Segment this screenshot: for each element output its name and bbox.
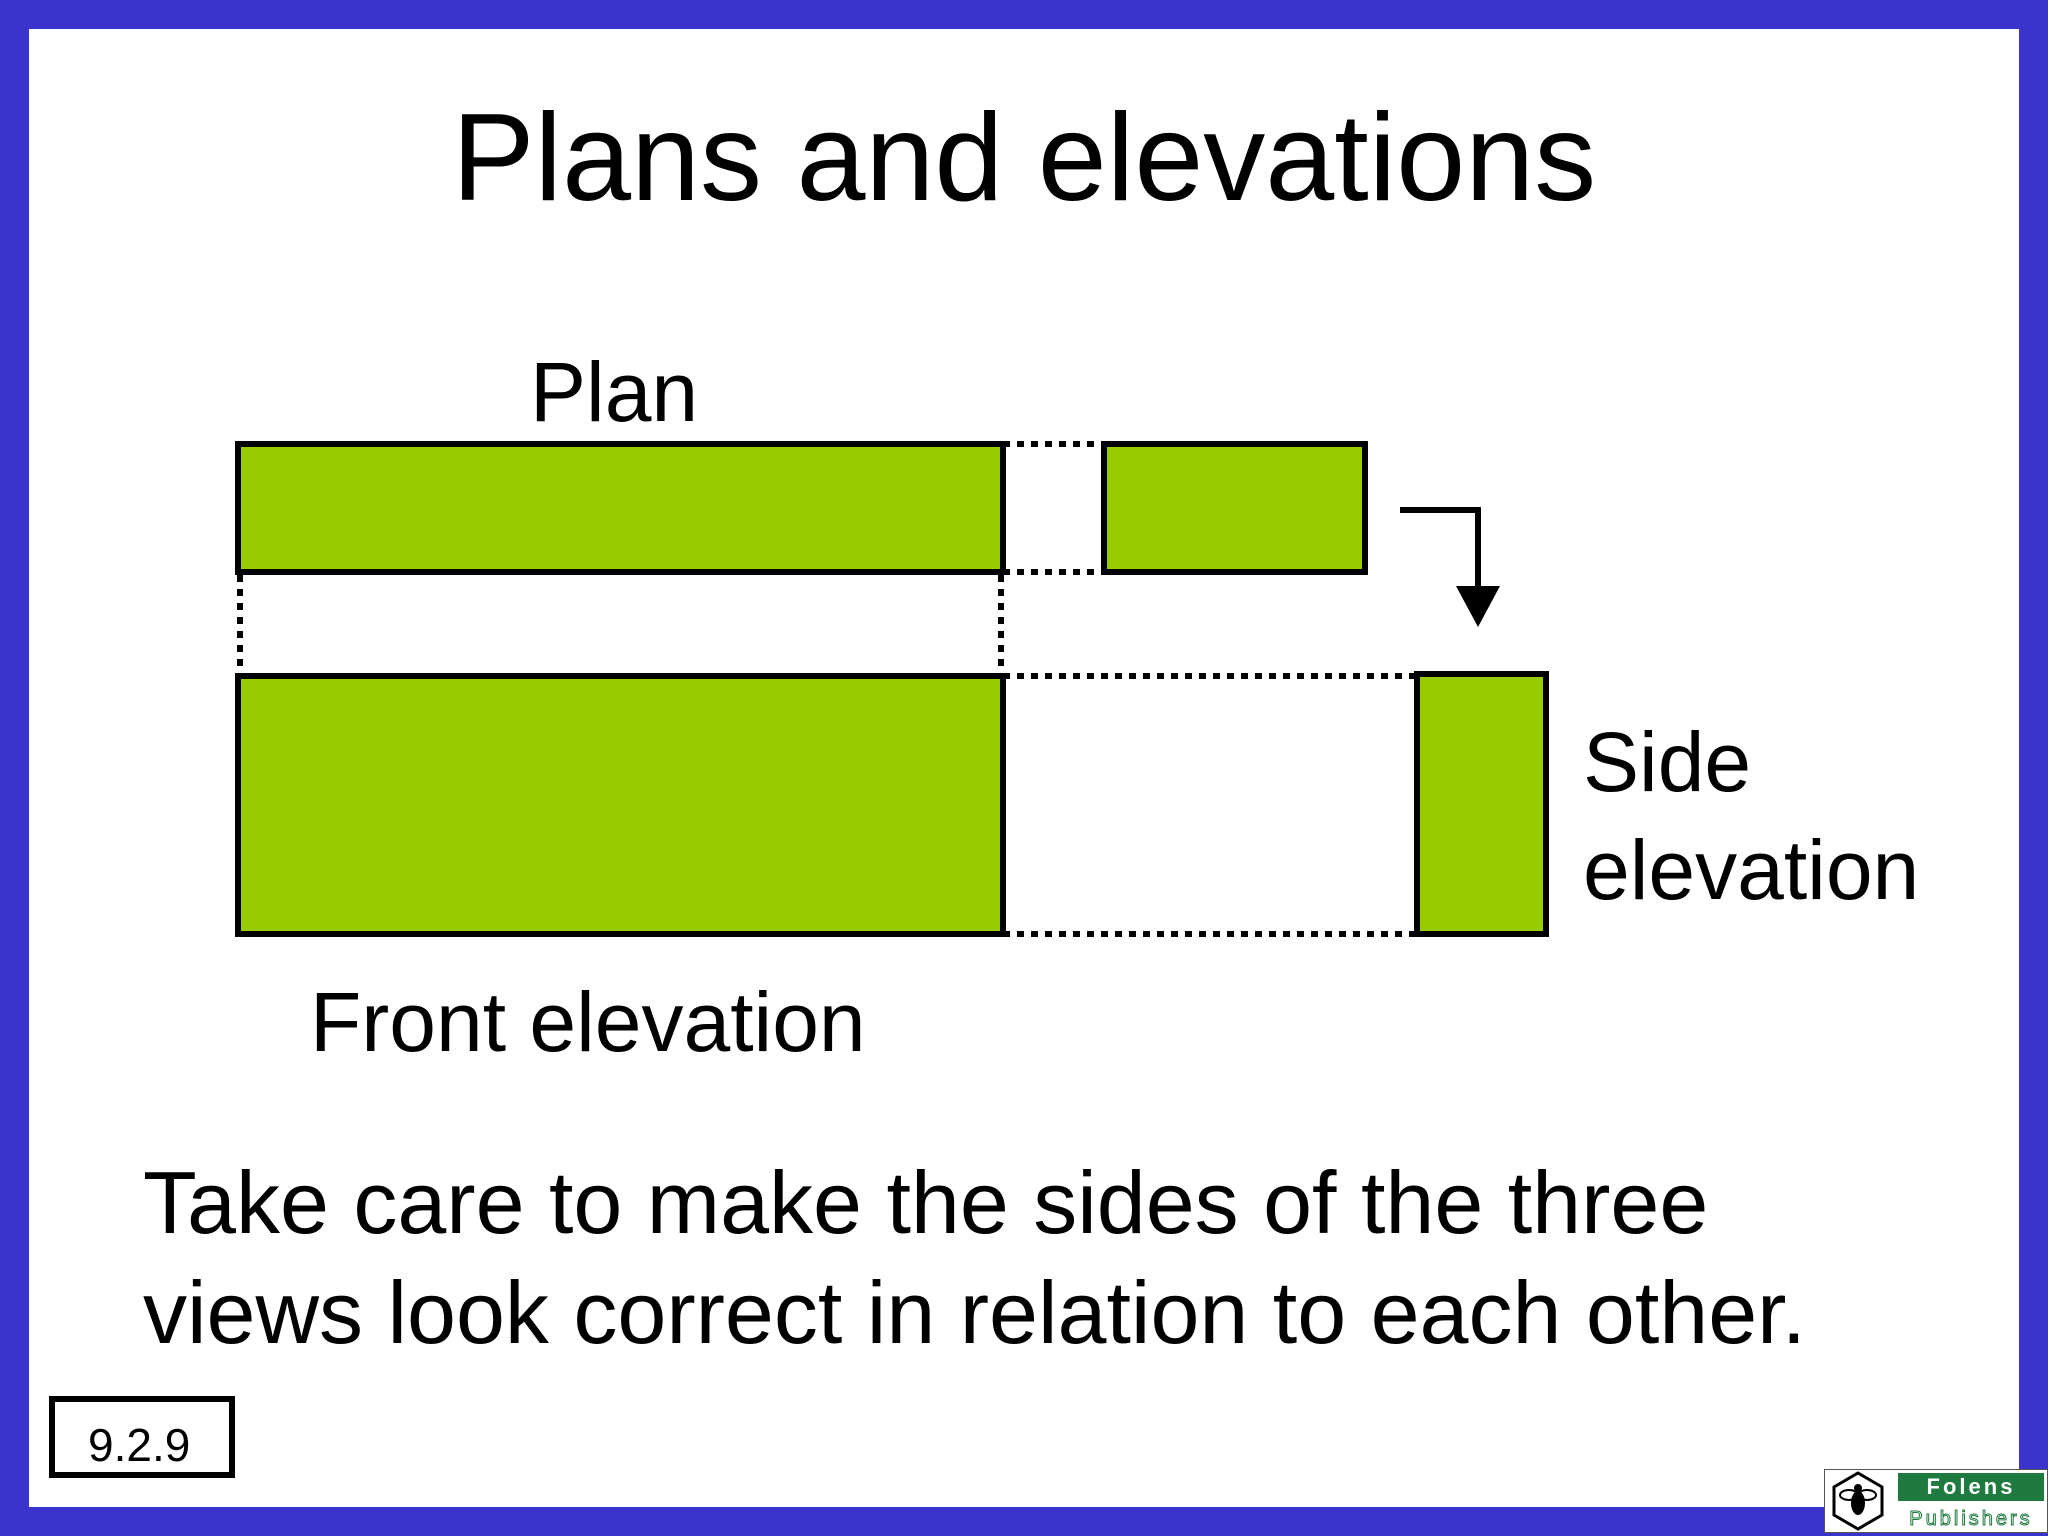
projection-lines — [237, 441, 1416, 937]
arrow-head-icon — [1456, 586, 1500, 627]
page-title: Plans and elevations — [451, 89, 1597, 227]
rotation-arrow-line — [1400, 507, 1481, 592]
bee-hexagon-icon — [1832, 1471, 1884, 1531]
logo-top-text: Folens — [1927, 1474, 2016, 1499]
side-elevation-rect — [1414, 671, 1549, 937]
logo-bottom-text: Publishers — [1909, 1508, 2032, 1530]
plan-label: Plan — [530, 345, 699, 439]
instruction-note: Take care to make the sides of the three… — [143, 1153, 1807, 1362]
side-elevation-label: Side elevation — [1583, 715, 1920, 917]
publisher-logo: Folens Publishers — [1824, 1469, 2048, 1533]
front-elevation-label: Front elevation — [310, 975, 866, 1069]
plan-view-rect — [235, 441, 1006, 575]
slide-number: 9.2.9 — [88, 1419, 191, 1471]
plan-view-depth-rect — [1101, 441, 1368, 575]
slide-number-box — [49, 1396, 235, 1478]
front-elevation-rect — [235, 673, 1006, 937]
